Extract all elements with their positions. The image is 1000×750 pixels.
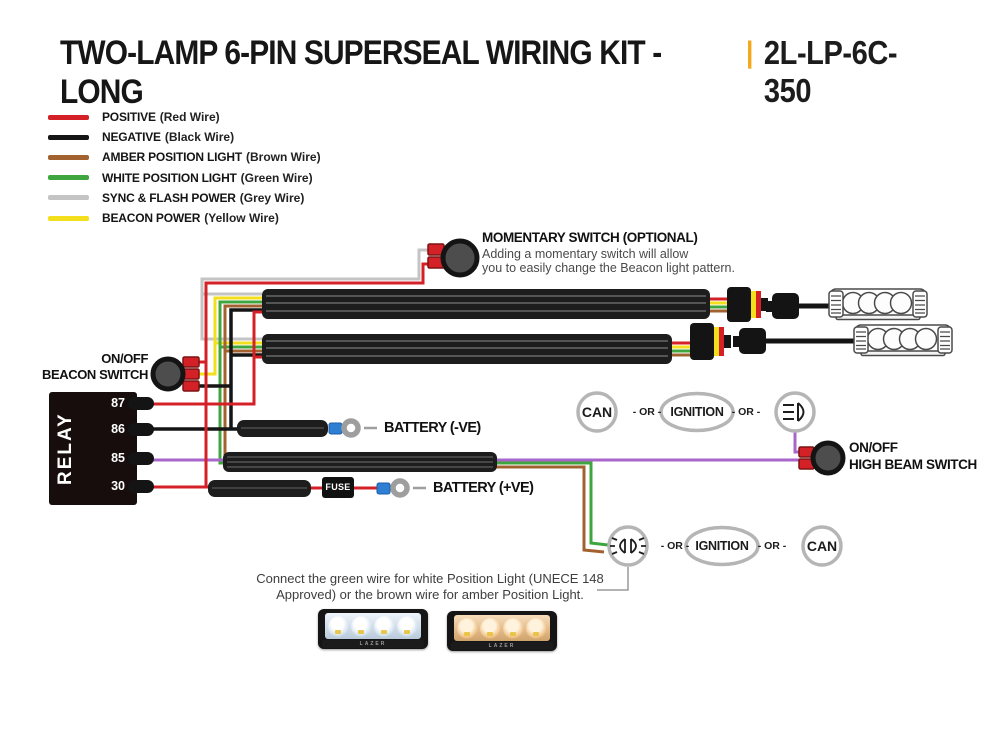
superseal-connector-lower: [690, 323, 864, 360]
legend-item-negative: NEGATIVE (Black Wire): [48, 127, 321, 147]
title-product-code: 2L-LP-6C-350: [763, 34, 898, 109]
battery-positive-label: BATTERY (+VE): [433, 480, 534, 496]
superseal-connector-upper: [727, 287, 838, 322]
battery-negative-label: BATTERY (-VE): [384, 420, 481, 436]
or-label-top-2: - OR -: [731, 406, 761, 418]
wire-swatch: [48, 154, 89, 160]
high-beam-switch: [798, 440, 846, 476]
relay-label: RELAY: [55, 412, 76, 485]
high-beam-switch-label-line2: HIGH BEAM SWITCH: [849, 457, 977, 472]
wires-positive-red: [140, 262, 727, 490]
can-node-bottom: [801, 525, 843, 567]
or-label-bottom-1: - OR -: [660, 540, 690, 552]
led-lens: [503, 617, 524, 639]
led-lens: [480, 617, 501, 639]
high-beam-icon-node: [774, 391, 816, 433]
beacon-switch-label-line2: BEACON SWITCH: [41, 367, 148, 382]
legend-item-amber-position: AMBER POSITION LIGHT (Brown Wire): [48, 147, 321, 167]
legend-item-beacon-power: BEACON POWER (Yellow Wire): [48, 208, 321, 228]
lamp-outline-lower: [853, 324, 953, 357]
can-label-top: CAN: [581, 404, 613, 420]
or-label-bottom-2: - OR -: [757, 540, 787, 552]
can-node-top: [576, 391, 618, 433]
battery-positive-sleeve: [208, 480, 311, 497]
led-lens: [351, 615, 372, 637]
ignition-node-top: [659, 391, 735, 433]
note-leader-line: [597, 567, 629, 591]
battery-negative-terminal: [328, 418, 377, 438]
white-position-lamp-photo: LAZER: [318, 609, 428, 649]
note-line2: Approved) or the brown wire for amber Po…: [276, 587, 584, 602]
momentary-switch-title: MOMENTARY SWITCH (OPTIONAL): [482, 230, 698, 245]
position-light-icon-node: [607, 525, 649, 567]
harness-tube-lower: [262, 334, 672, 364]
or-label-top-1: - OR -: [632, 406, 662, 418]
power-options-bottom-shapes: [607, 525, 843, 567]
led-lens: [374, 615, 395, 637]
lamp-lens-array: [325, 613, 421, 639]
title-main: TWO-LAMP 6-PIN SUPERSEAL WIRING KIT - LO…: [60, 34, 662, 111]
harness-tube-upper: [262, 289, 710, 319]
wire-swatch: [48, 215, 89, 221]
fuse-label: FUSE: [325, 482, 351, 492]
lamp-brand: LAZER: [322, 640, 424, 648]
note-line1: Connect the green wire for white Positio…: [256, 571, 604, 586]
led-lens: [526, 617, 547, 639]
relay-pin-30: 30: [111, 479, 125, 493]
ignition-label-bottom: IGNITION: [695, 539, 749, 553]
relay-box: [49, 392, 154, 505]
can-label-bottom: CAN: [806, 538, 838, 554]
momentary-switch: [427, 238, 480, 278]
position-light-note: Connect the green wire for white Positio…: [250, 571, 610, 603]
power-options-top-shapes: [576, 391, 816, 433]
harness-sleeve-long: [223, 452, 497, 472]
title-separator: |: [745, 36, 754, 69]
legend-item-sync-flash: SYNC & FLASH POWER (Grey Wire): [48, 188, 321, 208]
ignition-label-top: IGNITION: [670, 405, 724, 419]
battery-positive-terminal: [376, 478, 426, 498]
lamp-lens-array: [454, 615, 550, 641]
led-lens: [397, 615, 418, 637]
wire-legend: POSITIVE (Red Wire) NEGATIVE (Black Wire…: [48, 107, 321, 228]
ignition-node-bottom: [684, 525, 760, 567]
led-lens: [457, 617, 478, 639]
lamp-outline-upper: [828, 288, 928, 321]
legend-item-positive: POSITIVE (Red Wire): [48, 107, 321, 127]
fuse-holder: [322, 477, 354, 498]
position-light-icon: [610, 537, 646, 555]
wire-swatch: [48, 114, 89, 120]
wire-swatch: [48, 134, 89, 140]
momentary-switch-desc-line1: Adding a momentary switch will allow: [482, 247, 689, 261]
legend-item-white-position: WHITE POSITION LIGHT (Green Wire): [48, 168, 321, 188]
momentary-switch-desc-line2: you to easily change the Beacon light pa…: [482, 261, 735, 275]
beacon-switch: [150, 356, 200, 392]
lamp-brand: LAZER: [451, 642, 553, 650]
wire-swatch: [48, 195, 89, 201]
led-lens: [328, 615, 349, 637]
wires-sync-grey: [200, 248, 433, 341]
battery-negative-sleeve: [237, 420, 328, 437]
beacon-switch-label-line1: ON/OFF: [101, 351, 148, 366]
high-beam-switch-label-line1: ON/OFF: [849, 440, 898, 455]
page-title: TWO-LAMP 6-PIN SUPERSEAL WIRING KIT - LO…: [60, 34, 940, 112]
amber-position-lamp-photo: LAZER: [447, 611, 557, 651]
relay-pin-87: 87: [111, 396, 125, 410]
wires-negative-black: [140, 308, 262, 431]
relay-pin-85: 85: [111, 451, 125, 465]
high-beam-icon: [783, 402, 805, 422]
relay-pin-86: 86: [111, 422, 125, 436]
wire-swatch: [48, 175, 89, 181]
